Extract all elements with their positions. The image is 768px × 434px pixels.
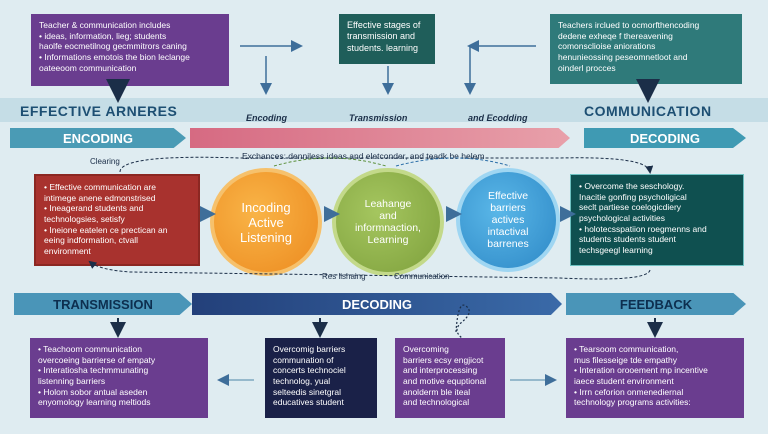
middle-left-box: • Effective communication are intimege a… — [34, 174, 200, 266]
heading-left: EFFECTIVE ARNERES — [20, 103, 178, 119]
exchange-text: Exchances: denniless ideas and eletconde… — [242, 151, 485, 161]
band-decoding-bottom-label: DECODING — [341, 296, 413, 312]
dashed-loop-2 — [395, 157, 511, 167]
band-transmission: TRANSMISSION — [14, 293, 192, 315]
band-decoding-bottom: DECODING — [192, 293, 562, 315]
dashed-loop-1 — [273, 157, 387, 167]
top-left-box: Teacher & communication includes • ideas… — [31, 14, 229, 86]
top-middle-box: Effective stages of transmission and stu… — [339, 14, 435, 64]
bottom-box-3: Overcoming barriers ecsy engjicot and in… — [395, 338, 505, 418]
band-pink — [190, 128, 570, 148]
top-right-box: Teachers irclued to ocmorfthencoding ded… — [550, 14, 742, 84]
label-and-encoding: and Ecodding — [468, 113, 528, 123]
band-transmission-label: TRANSMISSION — [53, 296, 153, 312]
resi-label: Res lishaing — [322, 272, 366, 281]
dashed-arc-bottom — [88, 260, 651, 280]
clearing-label: Clearing — [90, 157, 120, 166]
heading-right: COMMUNICATION — [584, 103, 712, 119]
band-decoding-top: DECODING — [584, 128, 746, 148]
label-encoding: Encoding — [246, 113, 287, 123]
middle-right-box: • Overcome the seschology. Inacitie gonf… — [570, 174, 744, 266]
circle-encoding-text: Incoding Active Listening — [239, 199, 293, 245]
band-encoding-label: ENCODING — [62, 130, 134, 146]
circle-barriers-text: Effective barriers actives intactival ba… — [487, 190, 529, 250]
circle-exchange-learning: Leahange and informnaction, Learning — [332, 168, 444, 276]
band-feedback: FEEDBACK — [566, 293, 746, 315]
circle-encoding-listening: Incoding Active Listening — [210, 168, 322, 276]
label-transmission: Transmission — [349, 113, 408, 123]
band-feedback-label: FEEDBACK — [619, 296, 693, 312]
band-decoding-top-label: DECODING — [629, 130, 701, 146]
bottom-box-4: • Tearsoom communication, mus filesseige… — [566, 338, 744, 418]
circle-exchange-text: Leahange and informnaction, Learning — [355, 198, 421, 246]
dashed-arc-top — [119, 156, 654, 174]
bottom-box-2: Overcomig barriers communation of concer… — [265, 338, 377, 418]
swirl-decoding — [455, 304, 470, 339]
bottom-box-1: • Teachoom communication overcoeing barr… — [30, 338, 208, 418]
band-encoding: ENCODING — [10, 128, 186, 148]
